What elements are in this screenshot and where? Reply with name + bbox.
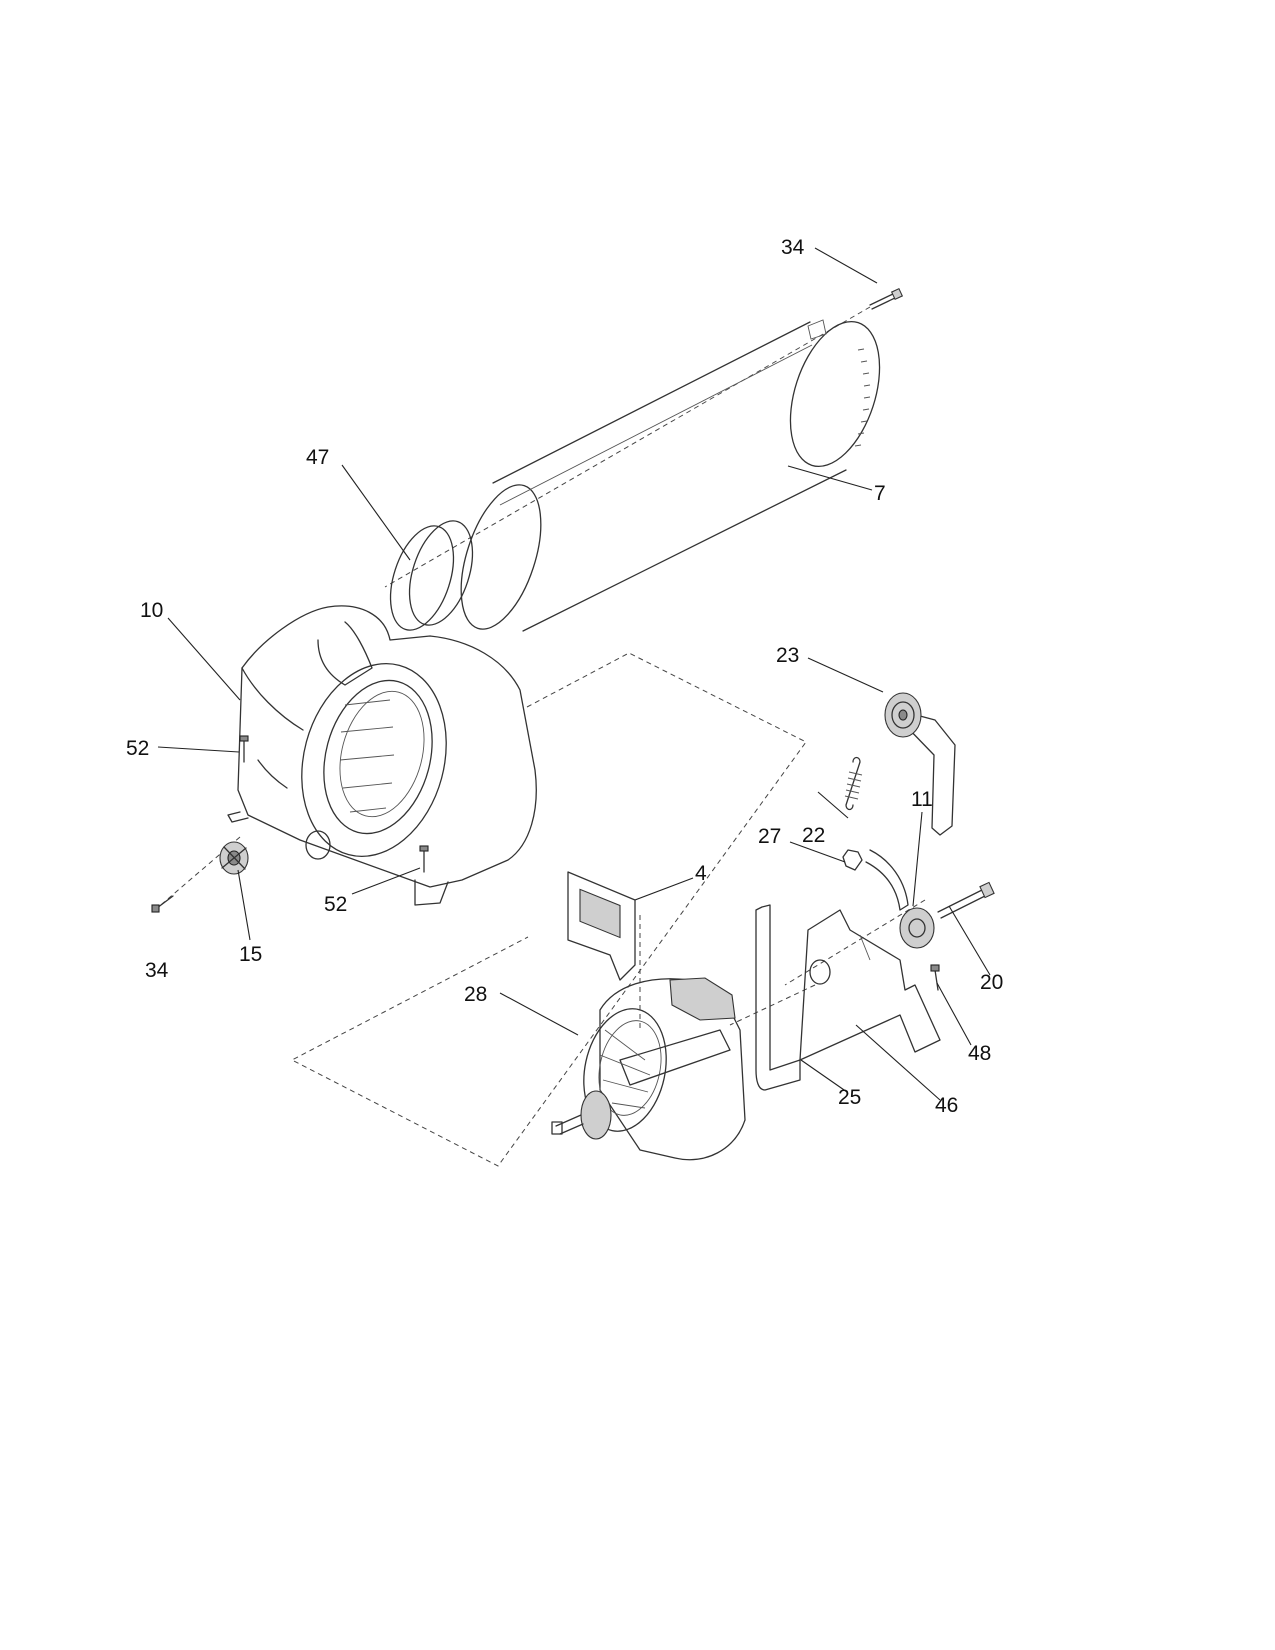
part-15-impeller[interactable] [219, 841, 249, 875]
callout-48: 48 [968, 1042, 991, 1065]
callout-11: 11 [911, 788, 933, 811]
callout-labels: 34 7 47 10 23 52 22 27 11 4 52 34 15 20 … [126, 236, 1003, 1117]
part-47-drum-seal-ring[interactable] [379, 513, 485, 638]
part-52-screw-bottom[interactable] [419, 845, 429, 873]
part-4-motor-mount[interactable] [567, 871, 636, 981]
callout-46: 46 [935, 1094, 958, 1117]
part-7-drum[interactable] [445, 310, 896, 639]
callout-leader-lines [157, 247, 991, 1101]
part-22-idler-spring[interactable] [844, 756, 863, 811]
callout-23: 23 [776, 644, 799, 667]
callout-27: 27 [758, 825, 781, 848]
callout-52-left: 52 [126, 737, 149, 760]
callout-25: 25 [838, 1086, 861, 1109]
part-34-screw-top[interactable] [869, 287, 904, 310]
callout-7: 7 [874, 482, 886, 505]
callout-15: 15 [239, 943, 262, 966]
callout-10: 10 [140, 599, 163, 622]
callout-34-top: 34 [781, 236, 805, 259]
callout-47: 47 [306, 446, 329, 469]
drum-rim-ticks [854, 348, 871, 447]
callout-4: 4 [695, 862, 707, 885]
part-28-drive-motor[interactable] [551, 977, 746, 1161]
part-11-pulley-wheel[interactable] [899, 907, 935, 949]
part-10-blower-housing[interactable] [227, 605, 537, 906]
part-23-idler-pulley[interactable] [884, 692, 956, 836]
callout-28: 28 [464, 983, 487, 1006]
callout-22: 22 [802, 824, 825, 847]
motor-fan-blades [599, 1029, 651, 1109]
part-20-shoulder-bolt[interactable] [937, 881, 995, 919]
part-27-idler-bracket[interactable] [842, 849, 909, 911]
callout-52-bottom: 52 [324, 893, 347, 916]
part-25-motor-strap[interactable] [755, 904, 801, 1091]
part-34-screw-bottom[interactable] [151, 895, 174, 913]
spring-coils [844, 771, 863, 800]
housing-inner-ribs [339, 699, 395, 813]
callout-34-bottom: 34 [145, 959, 169, 982]
part-48-screw[interactable] [930, 964, 940, 991]
part-46-motor-bracket[interactable] [799, 909, 941, 1061]
callout-20: 20 [980, 971, 1003, 994]
assembly-guide-lines [154, 306, 926, 1167]
part-52-screw-left[interactable] [239, 735, 249, 763]
